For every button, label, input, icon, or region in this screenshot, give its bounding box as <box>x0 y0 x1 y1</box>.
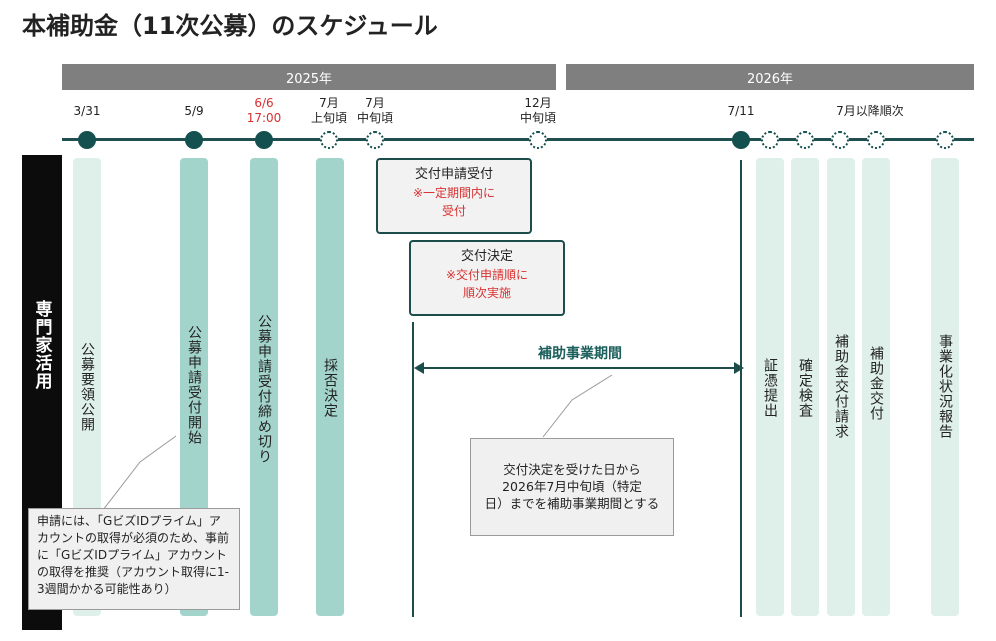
timeline-axis <box>62 138 974 141</box>
milestone-dot-6-6 <box>255 131 273 149</box>
period-end-line <box>740 160 742 617</box>
milestone-dot-evidence <box>761 131 779 149</box>
year-bar-2025: 2025年 <box>62 64 556 90</box>
date-label-3-31: 3/31 <box>73 104 101 118</box>
id-note-leader <box>102 435 177 511</box>
column-label-guideline-publication: 公募要領公開 <box>79 342 95 432</box>
milestone-dot-5-9 <box>185 131 203 149</box>
column-label-application-deadline: 公募申請受付締め切り <box>256 314 272 464</box>
date-label-6-6: 6/6 17:00 <box>246 96 282 125</box>
period-arrow-left-icon <box>414 362 424 374</box>
year-bar-2026: 2026年 <box>566 64 974 90</box>
column-application-deadline <box>250 158 278 616</box>
date-label-5-9: 5/9 <box>184 104 204 118</box>
box-decision-note: ※交付申請順に 順次実施 <box>445 268 529 300</box>
date-label-dec-mid: 12月 中旬頃 <box>519 96 556 125</box>
column-evidence-submission <box>756 158 784 616</box>
period-arrow-right-icon <box>734 362 744 374</box>
column-label-grant-claim: 補助金交付請求 <box>833 334 849 439</box>
date-label-july-onward: 7月以降順次 <box>836 104 904 118</box>
column-label-application-start: 公募申請受付開始 <box>186 325 202 445</box>
period-label: 補助事業期間 <box>538 346 622 362</box>
milestone-dot-july-early <box>320 131 338 149</box>
period-start-line <box>412 322 414 617</box>
column-grant-payment <box>862 158 890 616</box>
milestone-dot-report <box>936 131 954 149</box>
column-label-final-inspection: 確定検査 <box>797 358 813 418</box>
column-selection-decision <box>316 158 344 616</box>
milestone-dot-july-mid <box>366 131 384 149</box>
page-title: 本補助金（11次公募）のスケジュール <box>22 12 438 40</box>
milestone-dot-3-31 <box>78 131 96 149</box>
column-commercialization-report <box>931 158 959 616</box>
column-label-commercialization-report: 事業化状況報告 <box>937 334 953 439</box>
column-label-grant-payment: 補助金交付 <box>868 346 884 421</box>
date-label-7-11: 7/11 <box>727 104 755 118</box>
column-label-evidence-submission: 証憑提出 <box>762 358 778 418</box>
box-decision-title: 交付決定 <box>460 249 513 264</box>
period-note-callout: 交付決定を受けた日から 2026年7月中旬頃（特定 日）までを補助事業期間とする <box>470 438 674 536</box>
milestone-dot-dec-mid <box>529 131 547 149</box>
box-receipt-note: ※一定期間内に 受付 <box>412 186 496 218</box>
period-note-leader <box>542 374 613 438</box>
date-label-july-early: 7月 上旬頃 <box>310 96 347 125</box>
box-receipt-title: 交付申請受付 <box>414 167 493 182</box>
column-final-inspection <box>791 158 819 616</box>
milestone-dot-7-11 <box>732 131 750 149</box>
period-arrow-line <box>420 367 738 369</box>
milestone-dot-payment <box>867 131 885 149</box>
gbiz-id-note-callout: 申請には、「GビズIDプライム」アカウントの取得が必須のため、事前に「GビズID… <box>28 508 240 610</box>
box-grant-decision: 交付決定 ※交付申請順に 順次実施 <box>409 240 565 316</box>
milestone-dot-inspection <box>796 131 814 149</box>
column-label-selection-decision: 採否決定 <box>322 358 338 418</box>
box-grant-application-receipt: 交付申請受付 ※一定期間内に 受付 <box>376 158 532 234</box>
milestone-dot-claim <box>831 131 849 149</box>
date-label-july-mid: 7月 中旬頃 <box>356 96 393 125</box>
side-label-expert: 専門家活用 <box>31 300 52 390</box>
column-grant-claim <box>827 158 855 616</box>
